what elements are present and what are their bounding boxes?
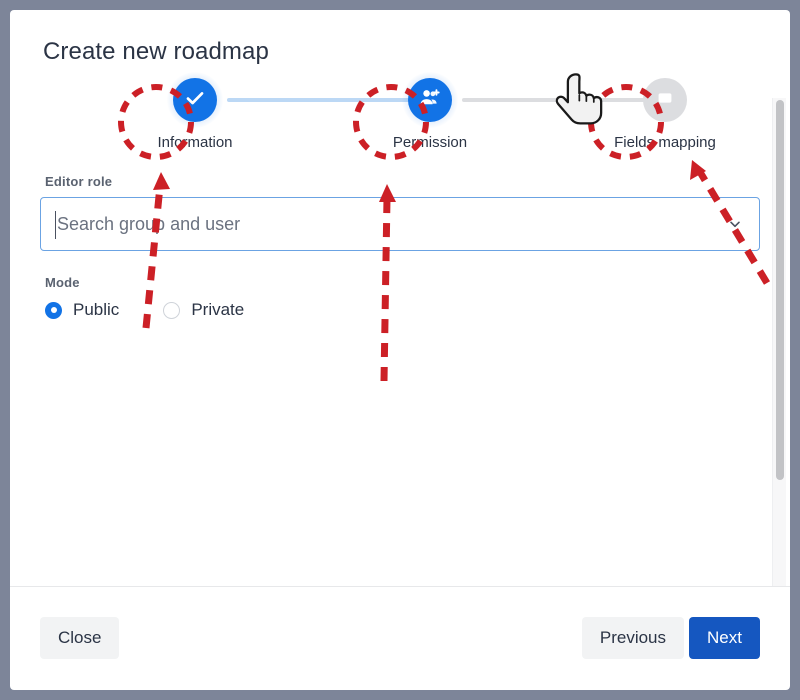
step-label-permission: Permission xyxy=(392,134,468,151)
step-circle-fields-mapping[interactable] xyxy=(643,78,687,122)
stepper: Information xyxy=(40,72,760,164)
editor-role-select[interactable]: Search group and user xyxy=(40,197,760,251)
page-title: Create new roadmap xyxy=(43,38,269,65)
step-circle-information[interactable] xyxy=(173,78,217,122)
editor-role-placeholder: Search group and user xyxy=(57,213,241,234)
check-icon xyxy=(183,86,207,115)
previous-button[interactable]: Previous xyxy=(581,617,684,659)
dialog-footer: Close Previous Next xyxy=(10,586,790,690)
radio-option-private[interactable]: Private xyxy=(163,300,244,320)
step-circle-permission[interactable] xyxy=(408,78,452,122)
editor-role-label: Editor role xyxy=(45,174,113,189)
stepper-connector-1 xyxy=(227,98,437,102)
step-label-information: Information xyxy=(157,134,233,151)
radio-private-label: Private xyxy=(191,300,245,319)
stepper-step-fields-mapping[interactable]: Fields mapping xyxy=(580,72,750,151)
create-roadmap-dialog: Create new roadmap xyxy=(10,10,790,690)
next-button[interactable]: Next xyxy=(689,617,760,659)
stepper-step-information[interactable]: Information xyxy=(110,72,280,151)
chevron-down-icon[interactable] xyxy=(727,216,743,232)
radio-option-public[interactable]: Public xyxy=(45,300,119,320)
mode-label: Mode xyxy=(45,275,80,290)
mode-radio-group: Public Private xyxy=(45,300,760,320)
radio-public-indicator[interactable] xyxy=(45,301,62,319)
step-label-fields-mapping: Fields mapping xyxy=(614,134,716,151)
scrollbar-thumb[interactable] xyxy=(776,100,784,480)
radio-private-indicator[interactable] xyxy=(163,301,181,319)
stepper-step-permission[interactable]: Permission xyxy=(345,72,515,151)
close-button[interactable]: Close xyxy=(40,617,120,659)
text-caret xyxy=(55,211,56,239)
radio-dot xyxy=(50,307,57,313)
vertical-scrollbar[interactable] xyxy=(772,98,786,586)
stepper-connector-2 xyxy=(462,98,672,102)
card-icon xyxy=(654,87,676,114)
person-add-icon xyxy=(418,86,442,115)
radio-public-label: Public xyxy=(73,300,120,319)
dialog-body: Create new roadmap xyxy=(10,10,790,586)
